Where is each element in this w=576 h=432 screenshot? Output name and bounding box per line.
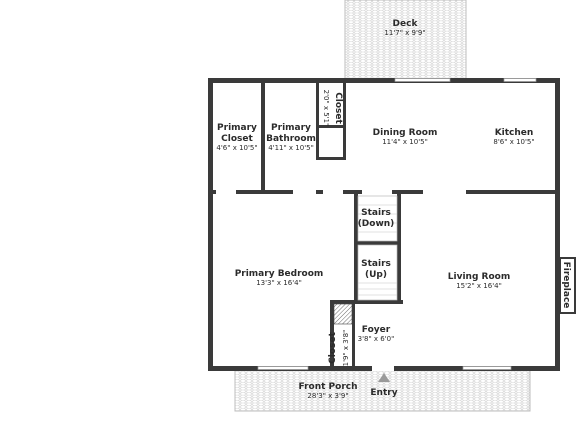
- kitchen-label: Kitchen: [495, 128, 534, 138]
- door-openings: [216, 170, 394, 371]
- closet-hatch: [333, 303, 353, 325]
- primary-bathroom-dim: 4'11" x 10'5": [268, 144, 314, 152]
- stairs-up-treads: [357, 244, 398, 301]
- deck-label: Deck: [393, 19, 419, 29]
- entry-arrow-icon: [378, 373, 390, 382]
- stairs-down-treads: [357, 195, 398, 242]
- upper-closet-label: Closet: [333, 92, 343, 124]
- primary-bathroom-label-2: Bathroom: [266, 134, 316, 144]
- deck-area: [344, 0, 467, 81]
- dining-room-dim: 11'4" x 10'5": [382, 138, 428, 146]
- stairs-down-label-1: Stairs: [361, 208, 391, 218]
- foyer-label: Foyer: [362, 325, 391, 335]
- primary-bathroom-label-1: Primary: [271, 123, 311, 133]
- kitchen-dim: 8'6" x 10'5": [493, 138, 534, 146]
- foyer-dim: 3'8" x 6'0": [358, 335, 395, 343]
- upper-closet-dim: 2'0" x 5'1": [322, 90, 330, 127]
- front-porch-dim: 28'3" x 3'9": [307, 392, 348, 400]
- entry-label: Entry: [370, 388, 397, 398]
- living-room-dim: 15'2" x 16'4": [456, 282, 502, 290]
- primary-closet-dim: 4'6" x 10'5": [216, 144, 257, 152]
- fireplace-label: Fireplace: [561, 262, 571, 309]
- stairs-up-label-1: Stairs: [361, 259, 391, 269]
- fireplace-box: [559, 257, 576, 314]
- stairs-up-label-2: (Up): [365, 270, 387, 280]
- living-room-label: Living Room: [448, 272, 510, 282]
- stairs-down-label-2: (Down): [358, 219, 395, 229]
- primary-closet-label-2: Closet: [221, 134, 253, 144]
- front-porch-label: Front Porch: [299, 382, 358, 392]
- primary-closet-label-1: Primary: [217, 123, 257, 133]
- lower-closet-dim: 1'9" x 3'8": [342, 330, 350, 367]
- dining-room-label: Dining Room: [373, 128, 438, 138]
- primary-bedroom-dim: 13'3" x 16'4": [256, 279, 302, 287]
- primary-bedroom-label: Primary Bedroom: [235, 269, 324, 279]
- windows: [257, 78, 537, 370]
- deck-dim: 11'7" x 9'9": [384, 29, 425, 37]
- lower-closet-label: Closet: [328, 331, 338, 363]
